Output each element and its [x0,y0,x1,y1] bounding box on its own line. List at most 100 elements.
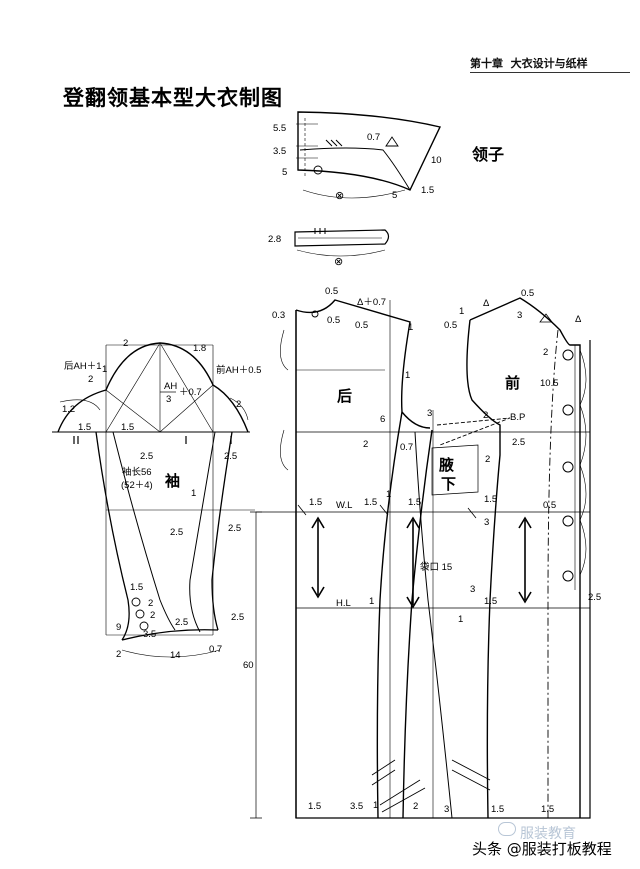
body-length: 60 [243,660,254,671]
back-dim-1b: 1 [405,370,410,381]
collar-dim-c: 3.5 [273,146,286,157]
sleeve-dim-1b: 1 [191,488,196,499]
front-dim-05a: 0.5 [521,288,534,299]
bp-label: B.P [510,412,525,423]
front-dim-25b: 2.5 [588,592,601,603]
front-dim-15d: 1.5 [541,804,554,815]
collar-label: 领子 [472,145,504,164]
front-dim-105: 10.5 [540,378,559,389]
header-rule [470,72,630,73]
front-dim-tri: Δ [483,298,490,309]
back-dim-2a: 2 [363,439,368,450]
back-dim-15a: 1.5 [309,497,322,508]
sleeve-dim-2a: 2 [123,338,128,349]
front-dim-1b: 1 [458,614,463,625]
back-dim-1e: 1 [373,800,378,811]
back-dim-35: 3.5 [350,801,363,812]
back-dim-2b: 2 [413,801,418,812]
front-dim-3c: 3 [484,517,489,528]
back-label: 后 [337,387,352,405]
chapter-number: 第十章 [470,57,503,70]
sleeve-dim-35: 3.5 [143,629,156,640]
back-dim-05b: 0.5 [327,315,340,326]
sleeve-dim-1: 1 [102,364,107,375]
back-dim-6: 6 [380,414,385,425]
front-label: 前 [505,374,520,392]
sleeve-dim-12: 1.2 [62,404,75,415]
front-dim-3b: 3 [427,408,432,419]
sleeve-dim-25d: 2.5 [170,527,183,538]
collar-dim-f: 5 [392,190,397,201]
watermark-main: 头条 @服装打板教程 [472,840,612,858]
collar-dim-h: 2.8 [268,234,281,245]
front-dim-3e: 3 [444,804,449,815]
sleeve-dim-07: 0.7 [209,644,222,655]
sleeve-dim-2d: 2 [116,649,121,660]
front-dim-25a: 2.5 [512,437,525,448]
watermark-faint: 服装教育 [520,826,576,842]
sleeve-label: 袖 [165,472,180,490]
front-dim-1a: 1 [459,306,464,317]
sleeve-dim-15c: 1.5 [130,582,143,593]
front-dim-3d: 3 [470,584,475,595]
sleeve-dim-dd2b: 2 [150,610,155,621]
collar-stand-pattern: 2.8 ⊗ [268,228,390,268]
back-dim-15c: 1.5 [308,801,321,812]
back-dim-1c: 1 [386,489,391,500]
back-dim-03: 0.3 [272,310,285,321]
waist-line-label: W.L [336,500,352,511]
sleeve-dim-dd2a: 2 [148,598,153,609]
side-label-bottom: 下 [441,475,456,493]
front-dim-05c: 0.5 [543,500,556,511]
collar-dim-e: 10 [431,155,442,166]
front-dim-2b: 2 [483,410,488,421]
hip-line-label: H.L [336,598,351,609]
sleeve-dim-25a: 2.5 [140,451,153,462]
sleeve-front-ah: 前AH＋0.5 [216,364,261,376]
front-dim-15b: 1.5 [484,596,497,607]
front-dim-15c: 1.5 [491,804,504,815]
back-dim-05c: 0.5 [355,320,368,331]
sleeve-dim-25e: 2.5 [175,617,188,628]
collar-dim-g: 1.5 [421,185,434,196]
back-dim-1a: 1 [408,322,413,333]
sleeve-dim-2c: 2 [236,399,241,410]
collar-dim-b: 0.7 [367,132,380,143]
sleeve-pattern: 2 1.8 后AH＋1 1 2 前AH＋0.5 AH ＋0.7 3 1.2 2 … [52,338,261,661]
back-dim-tri07: Δ＋0.7 [357,297,386,308]
front-dim-2a: 2 [543,347,548,358]
sleeve-back-ah: 后AH＋1 [64,361,101,372]
sleeve-length-label: 袖长56 [122,466,152,478]
front-dim-2c: 2 [485,454,490,465]
back-dim-05a: 0.5 [325,286,338,297]
sleeve-dim-15b: 1.5 [121,422,134,433]
front-dim-3a: 3 [517,310,522,321]
sleeve-ah-den: 3 [166,394,171,405]
sleeve-dim-2b: 2 [88,374,93,385]
back-dim-07: 0.7 [400,442,413,453]
collar-dim-a: 5.5 [273,123,286,134]
sleeve-dim-25b: 2.5 [224,451,237,462]
sleeve-dim-15a: 1.5 [78,422,91,433]
front-dim-tri2: Δ [575,314,582,325]
page-title: 登翻领基本型大衣制图 [63,86,283,110]
side-label-top: 腋 [439,456,454,474]
chapter-header: 第十章 大衣设计与纸样 [470,55,588,71]
watermark-logo [498,822,516,836]
front-dim-15a: 1.5 [484,494,497,505]
sleeve-dim-25f: 2.5 [231,612,244,623]
collar-mark-circle-x: ⊗ [335,190,344,202]
sleeve-dim-9: 9 [116,622,121,633]
back-dim-15b: 1.5 [364,497,377,508]
back-dim-1d: 1 [369,596,374,607]
body-pattern: 0.5 Δ＋0.7 0.3 0.5 0.5 1 1 后 6 0.7 2 1 1.… [243,286,601,819]
pocket-label: 袋口 15 [420,561,452,573]
collar-stand-mark-circle-x: ⊗ [334,256,343,268]
sleeve-ah-top: AH [164,381,177,392]
sleeve-dim-18: 1.8 [193,343,206,354]
collar-pattern: 5.5 0.7 3.5 5 10 5 1.5 ⊗ 领子 [273,111,504,202]
sleeve-dim-25c: 2.5 [228,523,241,534]
chapter-section: 大衣设计与纸样 [510,57,588,70]
sleeve-ah-plus: ＋0.7 [179,387,202,398]
